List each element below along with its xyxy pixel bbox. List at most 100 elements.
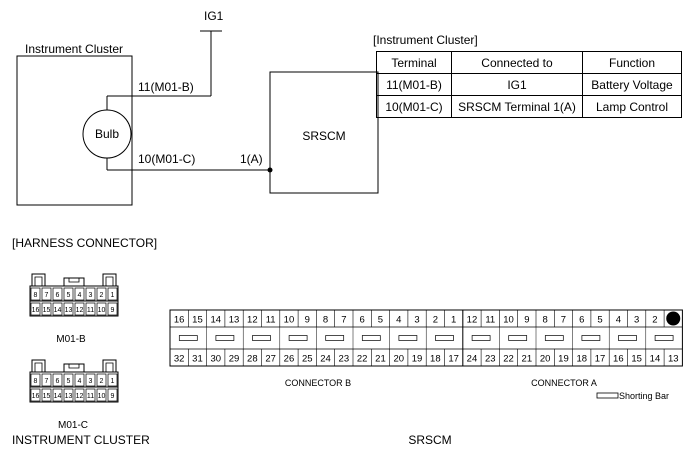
- pin-number: 9: [111, 307, 115, 314]
- pin-number: 3: [634, 315, 639, 326]
- pin-cell: [74, 287, 85, 301]
- connector-key: [63, 277, 85, 286]
- pin-number: 23: [339, 354, 350, 365]
- pin-number: 8: [34, 292, 38, 299]
- pin-cell: [30, 287, 41, 301]
- table-cell: 10(M01-C): [376, 95, 452, 118]
- pin-cell: [107, 302, 118, 316]
- pin-number: 19: [558, 354, 569, 365]
- srscm-box: [269, 71, 379, 194]
- wire-ig1-to-bulb: [106, 95, 211, 110]
- connector-key-inner: [68, 278, 80, 283]
- shorting-bar: [252, 335, 271, 341]
- pin-cell: [85, 373, 96, 387]
- latch-right: [102, 359, 117, 372]
- pin-number: 11: [266, 315, 276, 326]
- ig1-symbol: [200, 30, 222, 96]
- m01-c-label: M01-C: [58, 420, 88, 431]
- pin-number: 5: [67, 292, 71, 299]
- instrument-cluster-box: [16, 55, 133, 206]
- pin-number: 10: [503, 315, 514, 326]
- pin-number: 14: [54, 393, 62, 400]
- connector-key-inner: [68, 364, 80, 369]
- pin-number: 29: [229, 354, 240, 365]
- pin-number: 23: [485, 354, 496, 365]
- pin-number: 8: [34, 378, 38, 385]
- pin-number: 2: [652, 315, 657, 326]
- pin-cell: [41, 388, 52, 402]
- pin-number: 18: [576, 354, 587, 365]
- pin-cell: [96, 302, 107, 316]
- pin-number: 10: [284, 315, 295, 326]
- pin-cell: [96, 287, 107, 301]
- pin-number: 4: [616, 315, 621, 326]
- pin-cell: [30, 388, 41, 402]
- pin-cell: [63, 388, 74, 402]
- pin-number: 20: [540, 354, 551, 365]
- shorting-bar: [544, 335, 564, 341]
- pin-cell: [30, 302, 41, 316]
- latch-right: [102, 273, 117, 286]
- shorting-bar: [618, 335, 637, 341]
- pin-number: 7: [45, 378, 49, 385]
- shorting-bar: [178, 335, 198, 341]
- m01-b-label: M01-B: [56, 334, 86, 345]
- pin-number: 21: [375, 354, 386, 365]
- pin-number: 13: [668, 354, 679, 365]
- pin-number: 12: [76, 393, 84, 400]
- pin-number: 13: [65, 393, 73, 400]
- pin-cell: [96, 388, 107, 402]
- pin-number: 30: [210, 354, 221, 365]
- pin-number: 9: [305, 315, 310, 326]
- shorting-bar: [398, 335, 418, 341]
- pin-number: 32: [174, 354, 185, 365]
- table-cell: Battery Voltage: [582, 73, 682, 96]
- connector-a-label: CONNECTOR A: [531, 378, 597, 388]
- pin-number: 5: [67, 378, 71, 385]
- shorting-bar: [288, 335, 308, 341]
- pin-number: 18: [430, 354, 441, 365]
- pin-number: 7: [45, 292, 49, 299]
- pin-number: 17: [448, 354, 459, 365]
- latch-left-inner: [34, 362, 43, 372]
- pin-number: 4: [78, 378, 82, 385]
- pin-number: 8: [543, 315, 548, 326]
- table-cell: SRSCM Terminal 1(A): [451, 95, 583, 118]
- pin-number: 5: [378, 315, 383, 326]
- pin-number: 26: [284, 354, 295, 365]
- latch-right-inner: [105, 362, 114, 372]
- pin-number: 2: [100, 378, 104, 385]
- table-header-row: Terminal Connected to Function: [376, 51, 682, 74]
- pin-number: 20: [393, 354, 404, 365]
- table-row: 10(M01-C) SRSCM Terminal 1(A) Lamp Contr…: [376, 95, 682, 118]
- pin-cell: [74, 373, 85, 387]
- table-header-cell: Terminal: [376, 51, 452, 74]
- pin-number: 12: [247, 315, 258, 326]
- pin-number: 2: [433, 315, 438, 326]
- pin-cell: [52, 373, 63, 387]
- pin-number: 22: [357, 354, 368, 365]
- pin-number: 8: [323, 315, 328, 326]
- shorting-bar: [508, 335, 528, 341]
- pin-number: 7: [341, 315, 346, 326]
- wire-bulb-to-srscm: [106, 158, 270, 171]
- cluster-label: Instrument Cluster: [25, 42, 123, 56]
- pin-number: 10: [98, 393, 106, 400]
- pin-cell: [41, 373, 52, 387]
- pin-cell: [107, 388, 118, 402]
- srscm-label: SRSCM: [302, 129, 345, 143]
- pin-number: 22: [503, 354, 514, 365]
- pin-number: 15: [43, 307, 51, 314]
- table-header-cell: Function: [582, 51, 682, 74]
- pin-number: 16: [613, 354, 624, 365]
- pin-cell: [74, 388, 85, 402]
- table-header-cell: Connected to: [451, 51, 583, 74]
- connector-b-label: CONNECTOR B: [285, 378, 351, 388]
- pin-number: 15: [631, 354, 642, 365]
- pin-number: 9: [111, 393, 115, 400]
- pin-number: 12: [76, 307, 84, 314]
- pin-cell: [85, 287, 96, 301]
- pin-number: 1: [451, 315, 456, 326]
